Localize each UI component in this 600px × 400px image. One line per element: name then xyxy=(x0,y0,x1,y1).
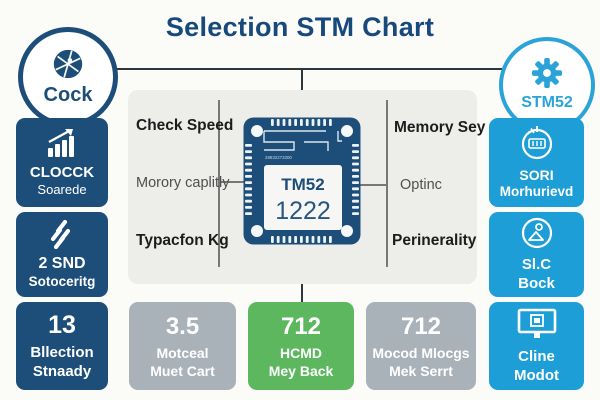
panel-label-optinc: Optinc xyxy=(400,177,442,193)
card-motceal: 3.5 Motceal Muet Cart xyxy=(129,302,236,390)
card-13-bllection: 13 Bllection Stnaady xyxy=(16,302,108,390)
page-title: Selection STM Chart xyxy=(165,12,435,42)
card-line1: Bllection xyxy=(30,344,94,362)
card-subtitle: Modot xyxy=(514,366,559,384)
clock-node-label: Cock xyxy=(43,84,93,106)
panel-line-right xyxy=(386,100,388,267)
card-subtitle: Sotoceritg xyxy=(28,273,96,289)
chip-micro-text: 28832273300 xyxy=(265,155,292,160)
card-line2: Muet Cart xyxy=(150,362,215,379)
person-circle-icon xyxy=(518,215,556,251)
aperture-icon xyxy=(51,47,85,86)
card-title: 2 SND xyxy=(38,254,86,272)
stm-node-label: STM52 xyxy=(521,94,573,111)
card-title: Cline xyxy=(518,347,555,365)
chip-pins xyxy=(245,119,359,243)
card-title: Sl.C xyxy=(521,256,552,274)
chip-model-text: TM52 xyxy=(281,175,324,194)
card-line1: Mocod Mlocgs xyxy=(372,345,470,361)
card-line1: HCMD xyxy=(280,345,322,361)
card-subtitle: Morhurievd xyxy=(499,184,574,200)
chip-trace xyxy=(263,130,342,151)
connector-vertical-top xyxy=(301,68,303,92)
card-value: 3.5 xyxy=(165,313,200,340)
clock-node: Cock xyxy=(18,27,118,127)
panel-line-left xyxy=(218,100,220,267)
connector-horizontal xyxy=(114,68,502,70)
card-clocck: CLOCCK Soarede xyxy=(16,118,108,207)
card-title: SORI xyxy=(519,166,554,183)
monitor-icon xyxy=(515,307,559,343)
card-slc: Sl.C Bock xyxy=(489,212,584,297)
connector-vertical-bottom xyxy=(301,283,303,304)
card-line1: Motceal xyxy=(156,345,209,361)
card-subtitle: Soarede xyxy=(37,182,87,198)
card-value: 712 xyxy=(280,313,322,340)
card-value: 13 xyxy=(48,311,76,340)
panel-label-morory-caplitly: Morory caplitly xyxy=(136,175,230,191)
chip-number-text: 1222 xyxy=(275,197,331,225)
mcu-chip-illustration: 28832273300 TM52 1222 xyxy=(243,117,361,245)
panel-label-check-speed: Check Speed xyxy=(136,117,234,134)
chip-corner-hole xyxy=(251,125,263,137)
panel-label-typacfon-kg: Typacfon Kg xyxy=(136,232,229,249)
gear-icon xyxy=(532,58,562,93)
growth-chart-icon xyxy=(43,127,81,159)
card-mocod: 712 Mocod Mlocgs Mek Serrt xyxy=(366,302,476,390)
card-cline: Cline Modot xyxy=(489,302,584,390)
card-line2: Stnaady xyxy=(32,363,92,381)
chip-circle-icon xyxy=(517,124,557,162)
card-hcmd: 712 HCMD Mey Back xyxy=(248,302,354,390)
panel-branch-left xyxy=(218,181,245,183)
card-sori: SORI Morhurievd xyxy=(489,118,584,207)
card-line2: Mey Back xyxy=(268,362,334,379)
card-subtitle: Bock xyxy=(518,275,555,292)
panel-label-perinerality: Perinerality xyxy=(392,232,477,249)
diagonal-bars-icon xyxy=(45,219,79,249)
panel-label-memory-sey: Memory Sey xyxy=(394,119,486,136)
panel-branch-right xyxy=(360,184,388,186)
card-line2: Mek Serrt xyxy=(389,362,453,379)
stm-node: STM52 xyxy=(499,37,595,133)
card-2snd: 2 SND Sotoceritg xyxy=(16,212,108,297)
card-title: CLOCCK xyxy=(29,163,95,181)
card-value: 712 xyxy=(400,313,442,340)
